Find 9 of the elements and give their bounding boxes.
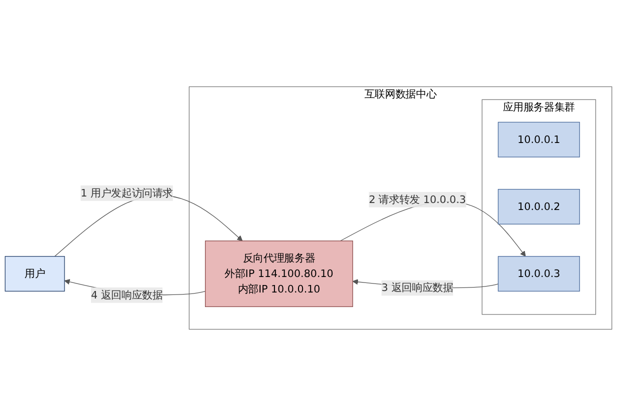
node-box: 反向代理服务器 外部IP 114.100.80.10 内部IP 10.0.0.10 <box>204 240 354 308</box>
node-box: 10.0.0.3 <box>498 256 580 292</box>
edge-label: 4 返回响应数据 <box>90 288 163 301</box>
edge-label: 2 请求转发 10.0.0.3 <box>368 193 466 206</box>
edge-label: 1 用户发起访问请求 <box>80 186 174 199</box>
node-box: 10.0.0.2 <box>498 188 580 224</box>
node-box: 10.0.0.1 <box>498 122 580 158</box>
edge-label: 3 返回响应数据 <box>382 282 454 294</box>
node-box: 用户 <box>4 256 65 292</box>
